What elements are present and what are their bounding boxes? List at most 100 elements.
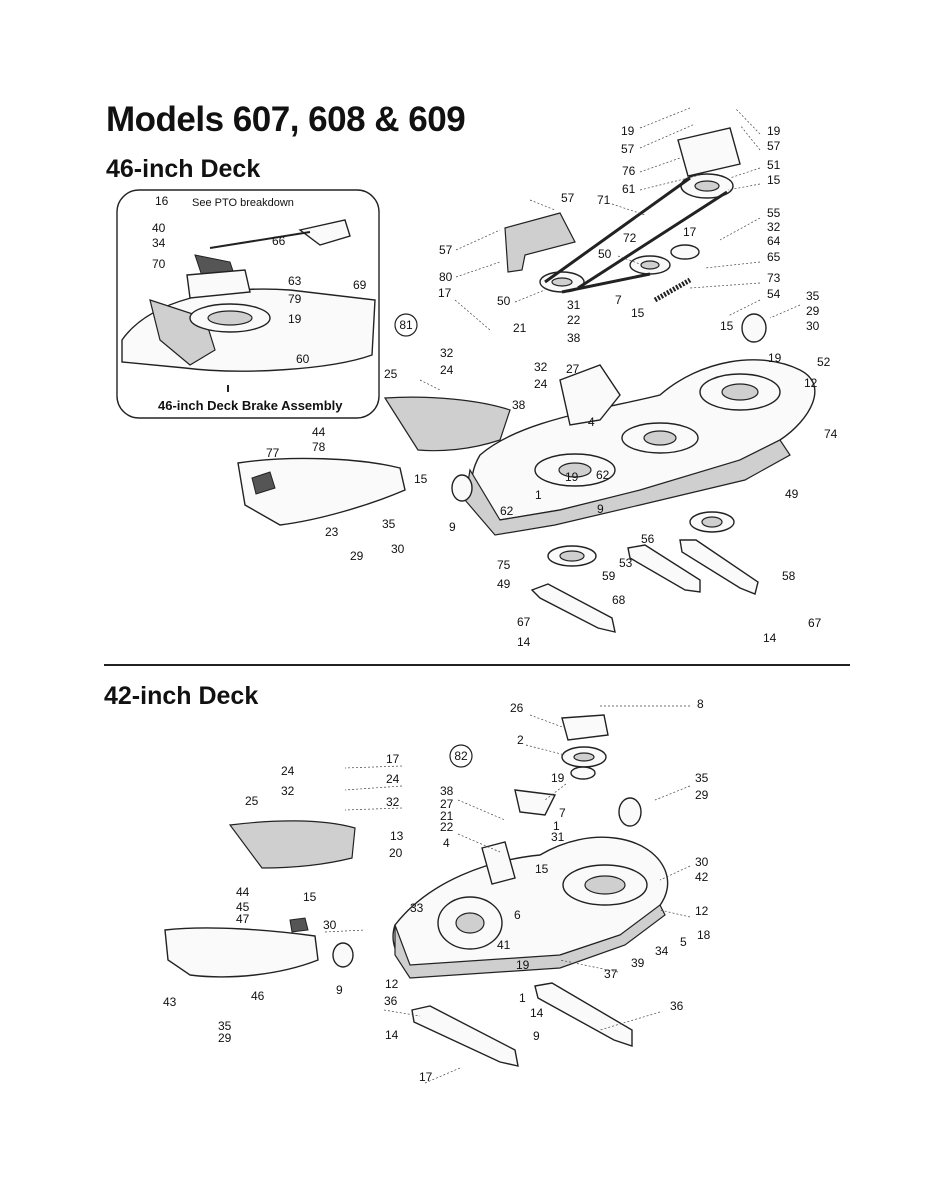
deck-42-part-number: 47	[236, 912, 250, 926]
deck-46-part-number: 79	[288, 292, 302, 306]
deck-42-part-number: 44	[236, 885, 250, 899]
deck-46-part-number: 19	[767, 124, 781, 138]
inset-note: See PTO breakdown	[192, 197, 294, 209]
deck-42-part-number: 12	[385, 977, 399, 991]
deck-46-part-number: 68	[612, 593, 626, 607]
deck-46-part-number: 56	[641, 532, 655, 546]
deck-42-part-number: 15	[535, 862, 549, 876]
deck-46-part-number: 49	[497, 577, 511, 591]
drive-belt	[544, 176, 728, 294]
mulch-cover-42	[164, 927, 319, 978]
deck-46-part-number: 4	[588, 415, 595, 429]
deck-46-part-number: 67	[517, 615, 531, 629]
blade-46-left	[530, 583, 616, 633]
deck-42-part-number: 17	[419, 1070, 433, 1084]
deck-42-part-number: 42	[695, 870, 709, 884]
deck-46-part-number: 9	[449, 520, 456, 534]
deck-46-part-number: 64	[767, 234, 781, 248]
discharge-chute-46	[383, 396, 511, 452]
deck-46-part-number: 35	[806, 289, 820, 303]
blade-46-right	[679, 539, 759, 595]
deck-46-part-number: 27	[566, 362, 580, 376]
deck-46-part-number: 30	[391, 542, 405, 556]
deck-42-part-number: 7	[559, 806, 566, 820]
deck-42-part-number: 38	[440, 784, 454, 798]
deck-42-part-number: 29	[218, 1031, 232, 1045]
deck-42-part-number: 32	[281, 784, 295, 798]
deck-46-part-number: 50	[598, 247, 612, 261]
idler-pulley	[670, 244, 700, 260]
deck-42-part-number: 37	[604, 967, 618, 981]
deck-42-part-number: 1	[519, 991, 526, 1005]
deck-46-part-number: 29	[350, 549, 364, 563]
deck-42-part-number: 39	[631, 956, 645, 970]
deck-42-part-number: 29	[695, 788, 709, 802]
deck-46-part-number: 74	[824, 427, 838, 441]
section-divider	[104, 664, 850, 666]
deck-42-part-number: 9	[336, 983, 343, 997]
deck-46-part-number: 24	[534, 377, 548, 391]
deck-42-part-number: 30	[695, 855, 709, 869]
deck-46-part-number: 31	[567, 298, 581, 312]
deck-46-part-number: 49	[785, 487, 799, 501]
deck-46-part-number: 9	[597, 502, 604, 516]
deck-46-part-number: 57	[439, 243, 453, 257]
page-title: Models 607, 608 & 609	[106, 100, 466, 139]
deck-46-part-number: 35	[382, 517, 396, 531]
inset-caption: 46-inch Deck Brake Assembly	[158, 398, 343, 413]
section-title-46-inch-deck: 46-inch Deck	[106, 155, 261, 183]
deck-46-part-number: 29	[806, 304, 820, 318]
deck-46-part-number: 24	[440, 363, 454, 377]
deck-42-part-number: 30	[323, 918, 337, 932]
deck-42-part-number: 20	[389, 846, 403, 860]
deck-46-part-number: 57	[561, 191, 575, 205]
deck-46-reference-number: 81	[399, 318, 413, 332]
deck-46-part-number: 40	[152, 221, 166, 235]
deck-46-part-number: 67	[808, 616, 822, 630]
deck-42-part-number: 27	[440, 797, 454, 811]
belt-guard	[504, 212, 576, 273]
deck-46-part-number: 1	[535, 488, 542, 502]
deck-42-part-number: 33	[410, 901, 424, 915]
deck-46-part-number: 32	[440, 346, 454, 360]
deck-46-part-number: 15	[414, 472, 428, 486]
deck-42-part-number: 21	[440, 809, 454, 823]
belt-cover-right	[677, 127, 741, 177]
deck-46-part-number: 55	[767, 206, 781, 220]
gauge-wheel-42-right	[618, 797, 642, 827]
deck-42-part-number: 9	[533, 1029, 540, 1043]
deck-46-part-number: 16	[155, 194, 169, 208]
deck-42-part-number: 19	[551, 771, 565, 785]
deck-42-reference-number: 82	[454, 749, 468, 763]
deck-46-part-number: 14	[763, 631, 777, 645]
deck-46-part-number: 32	[767, 220, 781, 234]
deck-46-part-number: 25	[384, 367, 398, 381]
blade-42-right	[534, 982, 633, 1047]
deck-46-part-number: 19	[768, 351, 782, 365]
deck-42-part-number: 1	[553, 819, 560, 833]
deck-46-part-number: 38	[567, 331, 581, 345]
deck-42-part-number: 36	[670, 999, 684, 1013]
deck-42-part-number: 43	[163, 995, 177, 1009]
section-title-42-inch-deck: 42-inch Deck	[104, 682, 259, 710]
deck-46-part-number: 58	[782, 569, 796, 583]
discharge-chute-42	[228, 820, 356, 869]
deck-46-part-number: 73	[767, 271, 781, 285]
deck-42-part-number: 5	[680, 935, 687, 949]
deck-42-part-number: 24	[281, 764, 295, 778]
deck-46-part-number: 78	[312, 440, 326, 454]
deck-42-part-number: 26	[510, 701, 524, 715]
deck-46-part-number: 59	[602, 569, 616, 583]
deck-46-part-number: 12	[804, 376, 818, 390]
deck-42-part-number: 32	[386, 795, 400, 809]
deck-46-part-number: 71	[597, 193, 611, 207]
deck-46-part-number: 80	[439, 270, 453, 284]
deck-46-part-number: 21	[513, 321, 527, 335]
deck-42-part-number: 6	[514, 908, 521, 922]
blade-42-left	[411, 1005, 519, 1067]
deck-42-illustration	[164, 705, 691, 1084]
deck-42-part-number: 18	[697, 928, 711, 942]
deck-46-part-number: 34	[152, 236, 166, 250]
